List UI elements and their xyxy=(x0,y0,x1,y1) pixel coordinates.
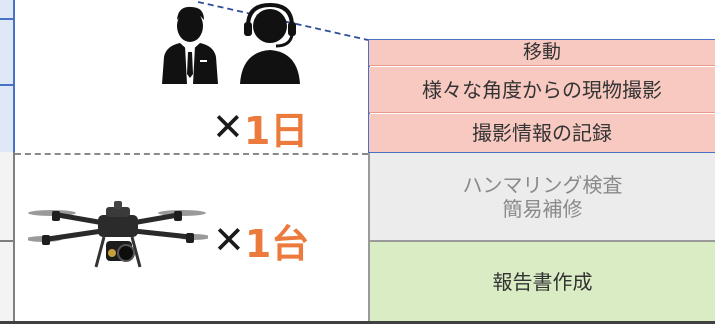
previous-column-bottom xyxy=(0,152,15,324)
task-hammer-line1: ハンマリング検査 xyxy=(462,172,623,197)
staff-day-count: 1日 xyxy=(243,108,309,153)
task-record-info: 撮影情報の記録 xyxy=(369,114,715,152)
task-hammering-inspection: ハンマリング検査 簡易補修 xyxy=(368,153,715,242)
task-photography: 様々な角度からの現物撮影 xyxy=(369,67,715,113)
worker-and-operator-icon xyxy=(162,2,300,84)
task-hammer-line2: 簡易補修 xyxy=(502,196,583,221)
previous-column-top xyxy=(0,0,15,152)
multiplier-symbol: ✕ xyxy=(213,218,245,262)
previous-column-rule xyxy=(0,84,15,86)
previous-column-rule xyxy=(0,240,15,242)
task-report-writing: 報告書作成 xyxy=(368,242,715,322)
section-divider xyxy=(15,153,368,155)
task-move: 移動 xyxy=(369,40,715,66)
staff-multiplier: ✕ 1日 xyxy=(212,102,309,153)
drone-icon xyxy=(28,201,208,268)
multiplier-symbol: ✕ xyxy=(212,105,244,149)
bottom-border xyxy=(0,321,715,324)
drone-unit-count: 1台 xyxy=(244,221,310,266)
operator-icon xyxy=(240,2,300,84)
previous-column-rule xyxy=(0,18,15,20)
drone-multiplier: ✕ 1台 xyxy=(213,215,310,266)
worker-icon xyxy=(162,6,218,84)
callout-connector xyxy=(197,1,369,41)
